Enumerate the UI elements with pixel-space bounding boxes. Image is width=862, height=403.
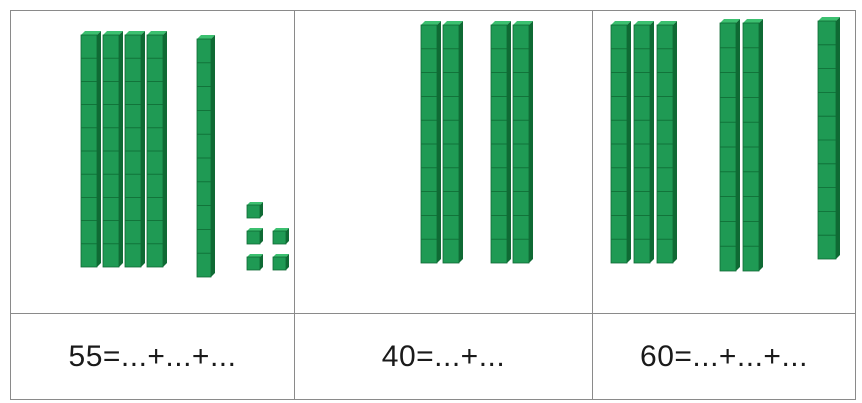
panel-3-expression: 60=...+...+... [593, 315, 855, 399]
unit-cube [247, 254, 263, 270]
ten-rod [743, 19, 763, 271]
ten-rod [443, 21, 463, 263]
panel-2-blocks [295, 11, 592, 313]
ten-rod [421, 21, 441, 263]
panel-3-blocks [593, 11, 855, 313]
ten-rod [720, 19, 740, 271]
row-divider [11, 313, 855, 314]
base-ten-worksheet: 55=...+...+... 40=...+... 60=...+...+... [10, 10, 856, 400]
ten-rod [513, 21, 533, 263]
blocks-drawing [11, 11, 294, 311]
ten-rod [634, 21, 654, 263]
ten-rod [103, 31, 123, 267]
blocks-drawing [295, 11, 592, 311]
ten-rod [147, 31, 167, 267]
unit-cube [247, 202, 263, 218]
unit-cube [273, 254, 289, 270]
panel-1-blocks [11, 11, 294, 313]
ten-rod [125, 31, 145, 267]
ten-rod [611, 21, 631, 263]
unit-cube [247, 228, 263, 244]
ten-rod [657, 21, 677, 263]
ten-rod [491, 21, 511, 263]
panel-1-expression: 55=...+...+... [11, 315, 294, 399]
panel-2-expression: 40=...+... [295, 315, 592, 399]
ten-rod [81, 31, 101, 267]
ten-rod [818, 17, 840, 259]
ten-rod [197, 35, 215, 277]
unit-cube [273, 228, 289, 244]
blocks-drawing [593, 11, 855, 311]
